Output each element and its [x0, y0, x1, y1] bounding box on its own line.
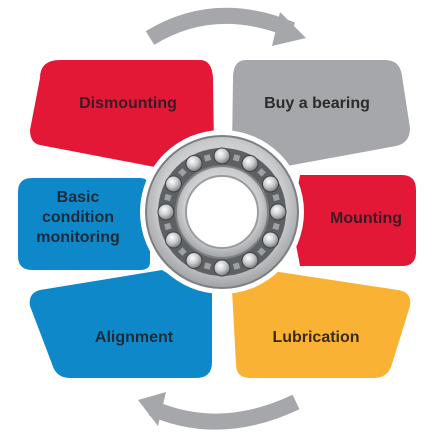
segment-dismounting-label: Dismounting [79, 95, 177, 112]
bearing-cage-tab [178, 168, 187, 177]
segment-mounting-label: Mounting [330, 210, 402, 227]
bearing-ball [165, 175, 182, 193]
segment-basic-line-1: Basic [57, 189, 100, 206]
cycle-arrow-bottom [138, 392, 300, 430]
segment-basic-line-2: condition [42, 209, 114, 226]
segment-basic-line-3: monitoring [36, 229, 120, 246]
bearing-ball [157, 203, 175, 221]
bearing-cage-tab [272, 222, 280, 231]
segment-lubrication-label: Lubrication [272, 329, 359, 346]
segment-lubrication[interactable]: Lubrication [232, 270, 411, 378]
bearing-cage-tab [164, 222, 172, 231]
bearing-cage-tab [164, 193, 172, 202]
bearing-ball [185, 155, 203, 172]
bearing-cage-tab [272, 193, 280, 202]
segment-buy-a-bearing-label: Buy a bearing [264, 95, 370, 112]
segment-basic-condition-monitoring[interactable]: Basic condition monitoring [18, 178, 150, 270]
segment-alignment[interactable]: Alignment [29, 270, 213, 378]
bearing-cage-tab [203, 262, 212, 270]
bearing-ball [241, 155, 259, 172]
bearing-cage-tab [232, 262, 241, 270]
bearing-cage-tab [232, 154, 241, 162]
bearing-cage-tab [257, 247, 266, 256]
bearing-cage-tab [178, 247, 187, 256]
segment-mounting[interactable]: Mounting [290, 175, 416, 266]
bearing-ball [262, 175, 279, 193]
bearing-cage-tab [203, 154, 212, 162]
segment-dismounting[interactable]: Dismounting [30, 60, 214, 168]
bearing-ball [269, 203, 287, 221]
bearing-ball [262, 231, 279, 249]
segment-buy-a-bearing[interactable]: Buy a bearing [232, 60, 410, 168]
segment-alignment-label: Alignment [95, 329, 174, 346]
bearing-bore [185, 175, 259, 249]
bearing-balls [157, 147, 287, 277]
bearing-ball [165, 231, 182, 249]
bearing-ball [213, 259, 231, 277]
bearing-ball [213, 147, 231, 165]
bearing-ball [241, 252, 259, 269]
ball-bearing-image [140, 130, 304, 294]
bearing-cage-tab [257, 168, 266, 177]
cycle-arrow-top [145, 7, 306, 46]
bearing-ball [185, 252, 203, 269]
